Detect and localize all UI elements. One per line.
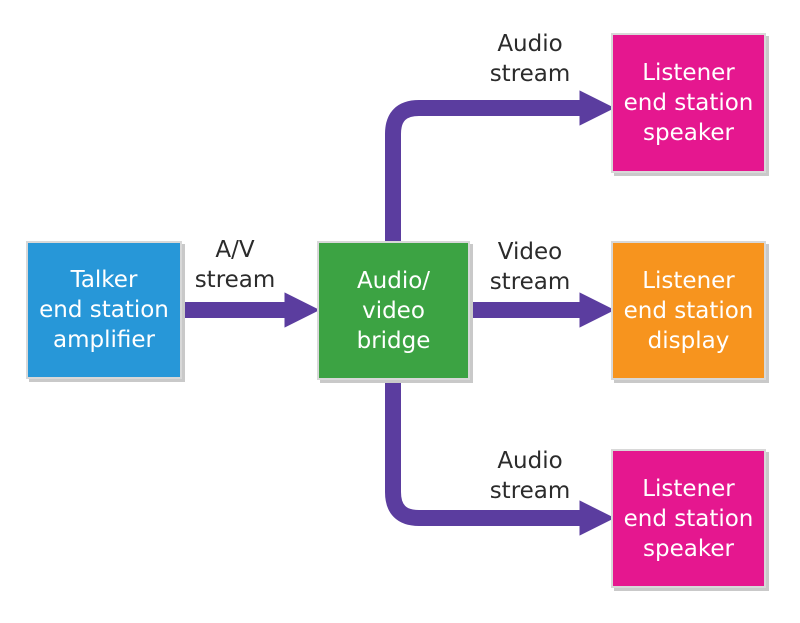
audio-stream-bottom-label: Audio stream <box>470 446 590 506</box>
video-label-line-1: Video <box>497 239 563 265</box>
video-label-line-2: stream <box>489 269 571 295</box>
display-line-2: end station <box>623 297 754 324</box>
talker-end-station-amplifier-box: Talker end station amplifier <box>26 241 182 379</box>
listener-display-box: Listener end station display <box>611 241 766 380</box>
talker-box-line-1: Talker <box>70 267 138 293</box>
display-line-1: Listener <box>642 267 735 294</box>
speaker-bottom-line-2: end station <box>623 505 754 532</box>
talker-box-line-2: end station <box>39 297 169 323</box>
av-stream-label: A/V stream <box>182 235 288 295</box>
audio-stream-top-arrow <box>385 90 615 242</box>
audio-stream-bottom-arrow <box>385 380 615 536</box>
speaker-top-line-2: end station <box>623 90 754 116</box>
bridge-box-line-2: video <box>362 297 425 324</box>
speaker-bottom-line-3: speaker <box>643 535 734 562</box>
speaker-bottom-line-1: Listener <box>642 475 735 502</box>
audio-video-bridge-box: Audio/ video bridge <box>317 241 470 380</box>
bridge-box-line-1: Audio/ <box>356 267 431 294</box>
av-label-line-1: A/V <box>215 237 255 263</box>
audio-top-label-line-1: Audio <box>497 31 563 57</box>
audio-bottom-label-line-2: stream <box>489 478 571 504</box>
video-stream-label: Video stream <box>470 237 590 297</box>
speaker-top-line-1: Listener <box>642 60 735 86</box>
audio-top-label-line-2: stream <box>489 61 571 87</box>
display-line-3: display <box>647 327 730 354</box>
bridge-box-line-3: bridge <box>356 327 431 354</box>
listener-speaker-bottom-box: Listener end station speaker <box>611 449 766 588</box>
audio-bottom-label-line-1: Audio <box>497 448 563 474</box>
av-label-line-2: stream <box>194 267 276 293</box>
audio-stream-top-label: Audio stream <box>470 29 590 89</box>
speaker-top-line-3: speaker <box>643 120 734 146</box>
talker-box-line-3: amplifier <box>53 327 155 353</box>
listener-speaker-top-box: Listener end station speaker <box>611 33 766 173</box>
